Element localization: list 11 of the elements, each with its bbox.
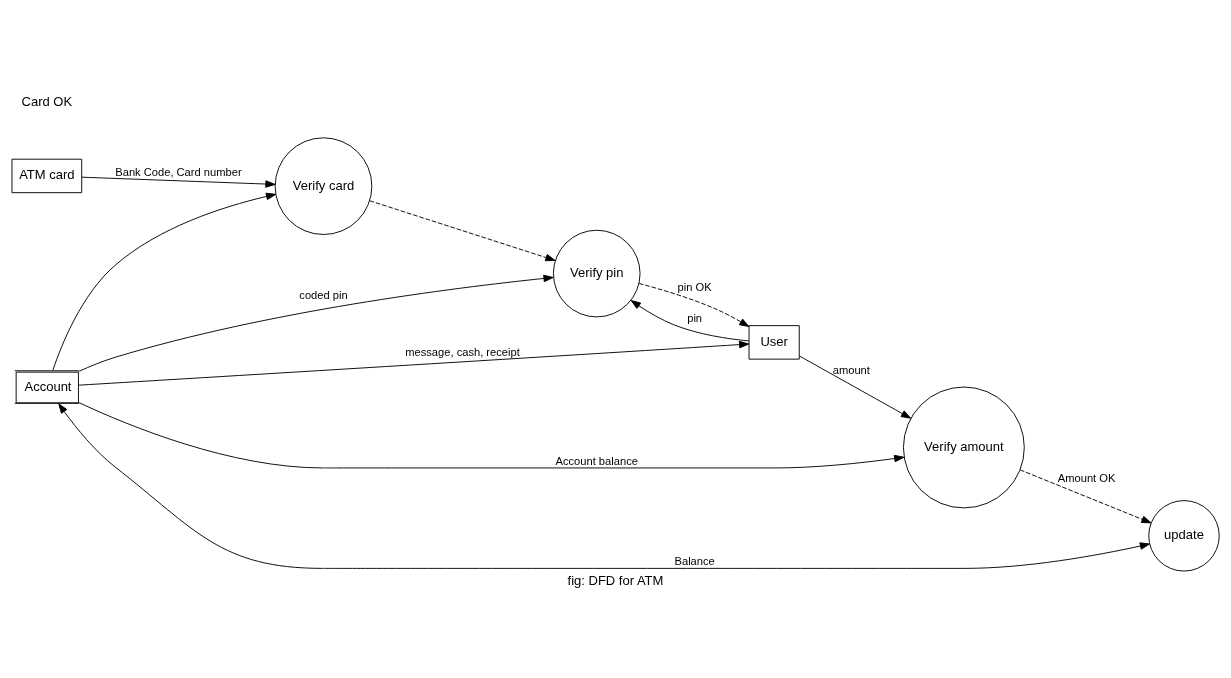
edge-label: pin OK	[677, 280, 712, 293]
edge-label: Amount OK	[1057, 472, 1116, 485]
edge-label: pin	[687, 311, 703, 324]
edge-label: amount	[832, 363, 870, 376]
edge-label: coded pin	[299, 289, 348, 302]
edge-label: Balance	[674, 555, 715, 568]
edge-label: Account balance	[555, 454, 638, 467]
caption: fig: DFD for ATM	[567, 573, 664, 589]
label: Card OK	[21, 93, 73, 109]
edge-label: message, cash, receipt	[405, 345, 520, 358]
edge-label: Bank Code, Card number	[115, 165, 242, 178]
